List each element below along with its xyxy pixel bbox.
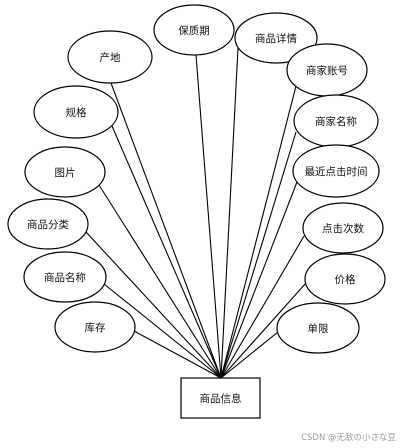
attribute-image: 图片 — [24, 146, 106, 198]
attribute-label-purchase-limit: 单限 — [308, 323, 329, 335]
attribute-ellipse — [54, 301, 136, 353]
attribute-merchant-name: 商家名称 — [293, 94, 379, 148]
attribute-label-stock: 库存 — [85, 321, 106, 334]
attribute-label-product-details: 商品详情 — [255, 32, 297, 45]
attribute-label-product-name: 商品名称 — [44, 271, 86, 284]
attribute-ellipse — [24, 146, 106, 198]
attribute-ellipse — [304, 253, 386, 305]
entity-label: 商品信息 — [200, 392, 242, 405]
attribute-ellipse — [7, 198, 89, 250]
edge-merchant-name — [220, 131, 297, 379]
attribute-shelf-life: 保质期 — [153, 4, 235, 56]
edge-origin — [110, 82, 222, 379]
attribute-product-details: 商品详情 — [234, 12, 318, 64]
attribute-label-image: 图片 — [55, 166, 76, 179]
attribute-ellipse — [153, 4, 235, 56]
attribute-ellipse — [292, 144, 380, 198]
edge-shelf-life — [195, 54, 222, 379]
attribute-price: 价格 — [304, 253, 386, 305]
attribute-ellipse — [276, 302, 360, 354]
attribute-purchase-limit: 单限 — [276, 302, 360, 354]
attribute-ellipse — [33, 85, 119, 139]
attribute-click-count: 点击次数 — [302, 202, 384, 254]
attribute-label-click-count: 点击次数 — [322, 222, 364, 235]
attribute-last-click-time: 最近点击时间 — [292, 144, 380, 198]
edge-product-category — [85, 231, 222, 379]
attribute-label-product-category: 商品分类 — [27, 218, 69, 231]
edge-price — [220, 282, 307, 379]
attribute-stock: 库存 — [54, 301, 136, 353]
attribute-ellipse — [302, 202, 384, 254]
attribute-spec: 规格 — [33, 85, 119, 139]
attribute-label-origin: 产地 — [100, 51, 121, 64]
edge-purchase-limit — [220, 331, 279, 379]
edge-product-name — [103, 283, 222, 379]
watermark-text: CSDN @无敌の小さな豆 — [301, 432, 396, 443]
entity-box — [180, 377, 261, 419]
entity-product-info: 商品信息 — [180, 377, 261, 419]
attribute-product-category: 商品分类 — [7, 198, 89, 250]
attribute-label-price: 价格 — [335, 273, 356, 286]
attribute-ellipse — [23, 251, 107, 303]
attribute-ellipse — [234, 12, 318, 64]
attribute-label-merchant-name: 商家名称 — [315, 115, 357, 128]
attribute-origin: 产地 — [67, 30, 153, 84]
connector-lines — [85, 47, 307, 379]
edge-last-click-time — [220, 181, 298, 379]
edge-merchant-account — [220, 85, 297, 379]
attribute-merchant-account: 商家账号 — [286, 43, 368, 97]
attribute-label-shelf-life: 保质期 — [178, 24, 210, 37]
attribute-label-merchant-account: 商家账号 — [306, 64, 348, 77]
edge-product-details — [220, 47, 239, 379]
attribute-label-spec: 规格 — [66, 106, 87, 119]
edge-image — [98, 184, 222, 379]
attribute-ellipse — [67, 30, 153, 84]
edge-stock — [133, 330, 222, 379]
attribute-nodes: 商品信息 产地 保质期 商品详情 商家账号 规格 商家名称 图片 — [7, 4, 386, 419]
attribute-product-name: 商品名称 — [23, 251, 107, 303]
edge-click-count — [220, 235, 305, 379]
edge-spec — [111, 125, 222, 379]
attribute-label-last-click-time: 最近点击时间 — [305, 165, 368, 178]
